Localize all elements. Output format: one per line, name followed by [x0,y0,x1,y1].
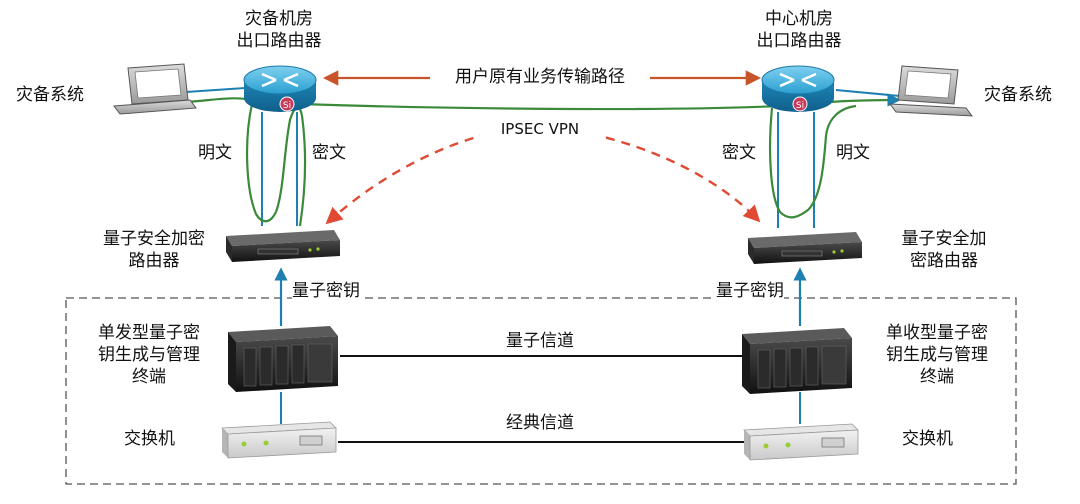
left-encryptor-label-2: 路由器 [128,251,180,271]
right-server-label-1: 单收型量子密 [886,323,988,343]
left-plain-label: 明文 [198,143,232,163]
right-pc-label: 灾备系统 [984,85,1052,105]
inter-router-green-line [299,102,781,111]
right-pc-green-cable [829,93,901,107]
ipsec-vpn-label: IPSEC VPN [480,118,600,140]
right-server-label-3: 终端 [920,367,954,387]
left-switch-label: 交换机 [124,429,175,449]
quantum-channel-label: 量子信道 [506,331,574,351]
left-router-title-1: 灾备机房 [245,9,313,29]
left-pc-router-cable [185,87,246,93]
left-green-loop-2 [274,106,307,227]
classic-channel-label: 经典信道 [506,413,574,433]
right-encryptor-label-2: 密路由器 [910,251,978,271]
ipsec-vpn-arc [325,125,761,225]
right-key-label: 量子密钥 [716,280,784,302]
right-cipher-label: 密文 [722,143,756,163]
right-router-badge: Si [796,101,804,111]
right-switch-label: 交换机 [902,429,953,449]
left-cipher-label: 密文 [312,143,346,163]
right-encryptor-icon [748,232,862,264]
business-path-label: 用户原有业务传输路径 [430,66,650,88]
quantum-network-box [65,297,1017,485]
right-router-title-1: 中心机房 [765,9,833,29]
left-router-icon: Si [243,65,317,112]
left-key-label: 量子密钥 [292,280,360,302]
right-pc-router-cable [835,89,901,97]
right-router-title-2: 出口路由器 [756,31,842,51]
right-router-icon: Si [761,65,835,112]
left-server-label-3: 终端 [132,367,166,387]
right-encryptor-label-1: 量子安全加 [901,229,987,249]
right-pc-icon [888,65,974,117]
left-server-label-1: 单发型量子密 [98,323,200,343]
left-router-title-2: 出口路由器 [236,31,322,51]
left-green-loop-1 [246,103,277,223]
right-server-label-2: 钥生成与管理 [886,345,988,365]
left-switch-icon [221,421,337,459]
left-encryptor-icon [226,230,340,262]
right-switch-icon [743,423,859,461]
left-pc-icon [113,63,197,115]
right-green-loop-1 [769,104,857,219]
left-router-badge: Si [283,101,291,111]
right-server-icon [742,328,852,394]
left-pc-green-cable [185,97,251,104]
right-plain-label: 明文 [836,143,870,163]
left-pc-label: 灾备系统 [16,85,84,105]
left-server-icon [228,326,338,392]
left-server-label-2: 钥生成与管理 [98,345,200,365]
left-encryptor-label-1: 量子安全加密 [103,229,205,249]
